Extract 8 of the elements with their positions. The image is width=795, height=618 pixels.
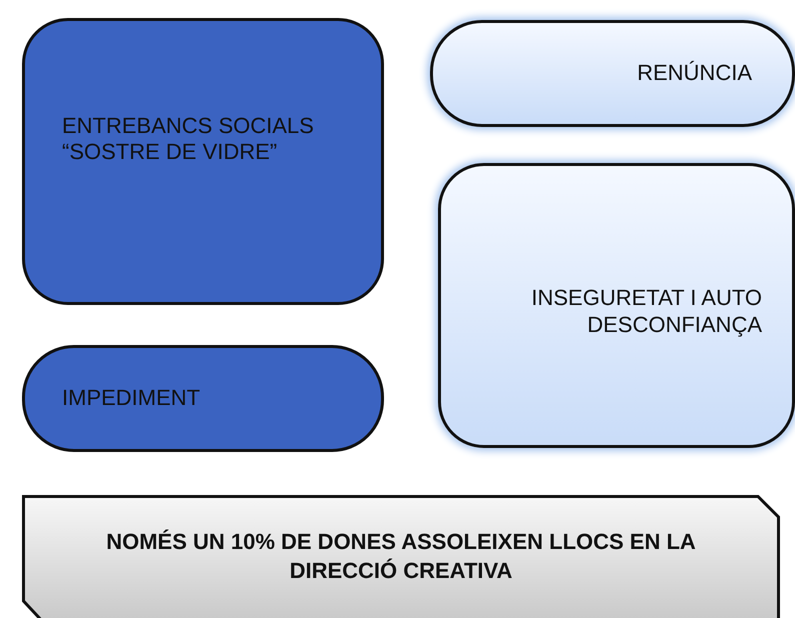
box-label: INSEGURETAT I AUTO DESCONFIANÇA: [530, 285, 762, 338]
box-label: RENÚNCIA: [637, 60, 752, 87]
rounded-box: [22, 18, 384, 305]
rounded-light-box: [438, 163, 795, 448]
conclusion-text: NOMÉS UN 10% DE DONES ASSOLEIXEN LLOCS EN LA DIRECCIÓ CREATIVA: [105, 528, 697, 584]
box-label: ENTREBANCS SOCIALS “SOSTRE DE VIDRE”: [62, 112, 315, 166]
rounded-light-box: [430, 20, 795, 127]
box-label: IMPEDIMENT: [62, 385, 200, 412]
